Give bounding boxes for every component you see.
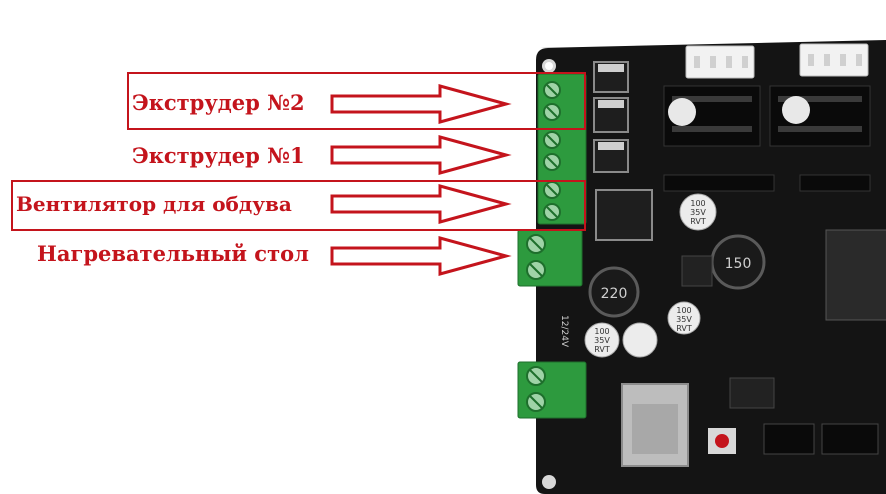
- cap2-voltage: 35V: [594, 336, 610, 345]
- arrow-fan: [330, 184, 512, 224]
- inductor-150-label: 150: [725, 256, 752, 272]
- cap2-value: 100: [594, 327, 609, 336]
- label-extruder2: Экструдер №2: [132, 90, 305, 115]
- cap3-series: RVT: [676, 324, 692, 333]
- cap3-value: 100: [676, 306, 691, 315]
- inductor-220-label: 220: [601, 286, 628, 302]
- label-heated-bed: Нагревательный стол: [37, 241, 309, 266]
- arrow-bed: [330, 236, 512, 276]
- cap1-voltage: 35V: [690, 208, 706, 217]
- mcu-chip: [825, 229, 886, 321]
- power-input-label: 12/24V: [559, 315, 569, 348]
- arrow-extruder2: [330, 84, 512, 124]
- mounting-hole-bottom: [542, 475, 556, 489]
- small-chip: [681, 255, 713, 287]
- arrow-extruder1: [330, 135, 512, 175]
- label-extruder1: Экструдер №1: [132, 143, 305, 168]
- cap2-series: RVT: [594, 345, 610, 354]
- cap3-voltage: 35V: [676, 315, 692, 324]
- label-fan: Вентилятор для обдува: [16, 192, 292, 216]
- inductor-220: [588, 266, 640, 318]
- driver-chip: [729, 377, 775, 409]
- cap1-series: RVT: [690, 217, 706, 226]
- top-connector-left: [685, 43, 869, 79]
- pin-headers-bottom: [763, 423, 879, 455]
- highlight-frame-fan: [11, 180, 586, 231]
- terminal-block-bed: [517, 229, 583, 287]
- small-caps-top: [668, 96, 810, 126]
- cap1-value: 100: [690, 199, 705, 208]
- highlight-frame-extruder2: [127, 72, 586, 130]
- electrolytic-capacitors: [584, 193, 717, 358]
